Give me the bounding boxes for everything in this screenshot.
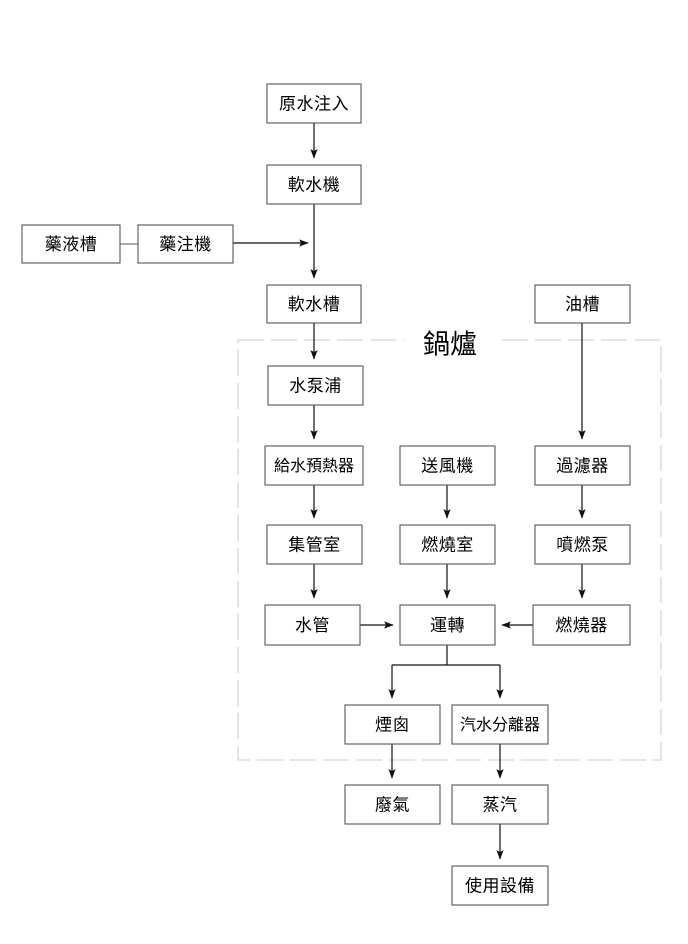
node-box-waste_gas [344, 784, 441, 825]
node-burner[interactable]: 燃燒器 [532, 604, 631, 646]
node-box-filter [534, 445, 631, 486]
node-label-water_tube: 水管 [295, 616, 330, 636]
node-box-water_tube [264, 604, 361, 646]
node-soft_water_tank[interactable]: 軟水槽 [266, 284, 362, 324]
node-softener[interactable]: 軟水機 [266, 164, 362, 205]
node-water_pump[interactable]: 水泵浦 [267, 365, 364, 406]
node-oil_tank[interactable]: 油槽 [534, 284, 631, 324]
e-operation-split [392, 645, 500, 666]
node-header_room[interactable]: 集管室 [266, 524, 363, 565]
node-box-feed_preheater [264, 445, 364, 486]
boiler-group-title: 鍋爐 [423, 330, 477, 361]
node-label-combustion_room: 燃燒室 [421, 536, 474, 556]
boiler-title-backdrop [404, 330, 498, 362]
node-label-fuel_pump: 噴燃泵 [556, 536, 609, 556]
node-box-operation [399, 604, 496, 646]
node-chimney[interactable]: 煙囪 [344, 704, 441, 745]
node-box-oil_tank [534, 284, 631, 324]
node-box-header_room [266, 524, 363, 565]
node-label-waste_gas: 廢氣 [375, 796, 410, 816]
node-label-water_pump: 水泵浦 [289, 377, 342, 397]
node-label-steam: 蒸汽 [483, 796, 518, 816]
node-label-soft_water_tank: 軟水槽 [288, 295, 341, 315]
node-feed_preheater[interactable]: 給水預熱器 [264, 445, 364, 486]
node-label-blower: 送風機 [421, 457, 474, 477]
node-box-steam [451, 784, 549, 825]
node-label-feed_preheater: 給水預熱器 [274, 456, 354, 475]
node-box-chem_tank [21, 224, 121, 264]
node-box-fuel_pump [534, 524, 631, 565]
node-label-raw_water: 原水注入 [279, 95, 349, 115]
node-box-softener [266, 164, 362, 205]
node-blower[interactable]: 送風機 [399, 445, 496, 486]
node-chem_tank[interactable]: 藥液槽 [21, 224, 121, 264]
node-chem_pump[interactable]: 藥注機 [137, 224, 234, 264]
node-label-chem_pump: 藥注機 [159, 235, 212, 255]
node-waste_gas[interactable]: 廢氣 [344, 784, 441, 825]
node-operation[interactable]: 運轉 [399, 604, 496, 646]
node-label-chimney: 煙囪 [375, 716, 410, 736]
node-filter[interactable]: 過濾器 [534, 445, 631, 486]
node-box-steam_separator [451, 704, 549, 745]
node-combustion_room[interactable]: 燃燒室 [399, 524, 496, 565]
boiler-group-boundary: 鍋爐 [237, 330, 662, 761]
node-box-blower [399, 445, 496, 486]
node-box-soft_water_tank [266, 284, 362, 324]
node-label-operation: 運轉 [430, 616, 465, 636]
node-fuel_pump[interactable]: 噴燃泵 [534, 524, 631, 565]
node-label-burner: 燃燒器 [555, 616, 608, 636]
node-box-water_pump [267, 365, 364, 406]
node-label-steam_separator: 汽水分離器 [460, 715, 540, 734]
node-box-chem_pump [137, 224, 234, 264]
node-box-burner [532, 604, 631, 646]
node-label-filter: 過濾器 [556, 457, 609, 477]
node-steam_separator[interactable]: 汽水分離器 [451, 704, 549, 745]
node-steam[interactable]: 蒸汽 [451, 784, 549, 825]
node-label-equipment: 使用設備 [465, 876, 535, 897]
node-equipment[interactable]: 使用設備 [451, 865, 549, 906]
node-raw_water[interactable]: 原水注入 [266, 83, 362, 124]
edge-layer [120, 123, 586, 860]
node-box-equipment [451, 865, 549, 906]
node-water_tube[interactable]: 水管 [264, 604, 361, 646]
node-label-chem_tank: 藥液槽 [45, 235, 98, 255]
node-box-chimney [344, 704, 441, 745]
node-box-raw_water [266, 83, 362, 124]
node-box-combustion_room [399, 524, 496, 565]
node-label-softener: 軟水機 [288, 176, 341, 196]
node-label-header_room: 集管室 [288, 536, 341, 556]
node-label-oil_tank: 油槽 [565, 295, 600, 315]
